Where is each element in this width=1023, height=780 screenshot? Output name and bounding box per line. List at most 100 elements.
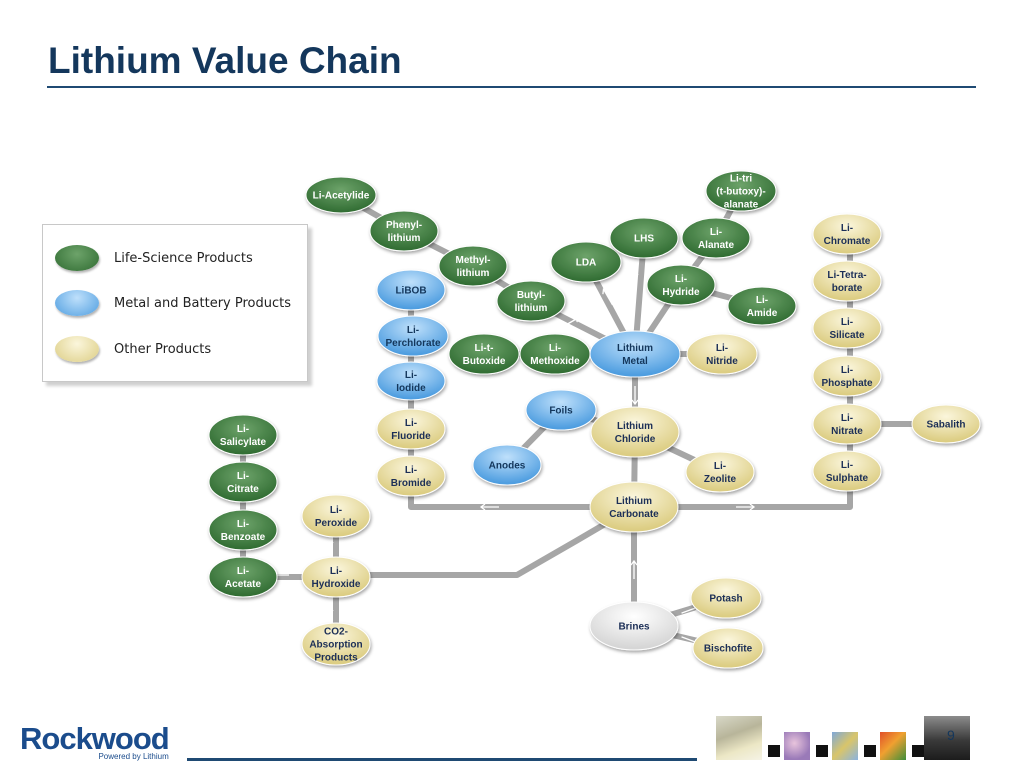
- node-label: Li-: [841, 317, 853, 328]
- node-ellipse: [305, 176, 377, 214]
- node-ellipse: [692, 627, 764, 669]
- node-iodide: Li- Iodide: [376, 361, 446, 401]
- node-label: Nitride: [706, 356, 738, 367]
- node-label: Li-: [237, 424, 249, 435]
- legend-label: Other Products: [114, 341, 212, 357]
- node-nitride: Li- Nitride: [686, 333, 758, 375]
- flow-arrow: [503, 556, 521, 568]
- node-label: Li-: [237, 519, 249, 530]
- node-label: Phosphate: [821, 378, 873, 389]
- node-nitrate: Li-Nitrate: [812, 403, 882, 445]
- node-tetraborate: Li-Tetra-borate: [812, 260, 882, 302]
- node-label: Li-: [841, 460, 853, 471]
- node-label: Chloride: [615, 434, 656, 445]
- node-chromate: Li-Chromate: [812, 213, 882, 255]
- node-ellipse: [685, 451, 755, 493]
- node-label: LiBOB: [395, 286, 426, 297]
- node-zeolite: Li-Zeolite: [685, 451, 755, 493]
- node-label: Butyl-: [517, 290, 545, 301]
- node-label: lithium: [515, 303, 548, 314]
- node-label: Li-: [405, 418, 417, 429]
- node-label: Butoxide: [463, 356, 506, 367]
- node-label: Alanate: [698, 240, 735, 251]
- node-label: Methyl-: [456, 255, 491, 266]
- node-label: LDA: [576, 258, 597, 269]
- node-label: Benzoate: [221, 532, 266, 543]
- node-peroxide: Li-Peroxide: [301, 494, 371, 538]
- node-ellipse: [812, 355, 882, 397]
- node-acetate: Li-Acetate: [208, 556, 278, 598]
- node-label: Phenyl-: [386, 220, 422, 231]
- node-ellipse: [812, 260, 882, 302]
- node-citrate: Li-Citrate: [208, 461, 278, 503]
- node-salicylate: Li- Salicylate: [208, 414, 278, 456]
- car-thumbnail: [924, 716, 970, 760]
- node-label: Sabalith: [927, 420, 966, 431]
- bullet-square: [912, 745, 924, 757]
- node-label: (t-butoxy)-: [716, 187, 765, 198]
- flow-arrow: [326, 596, 334, 616]
- node-label: borate: [832, 283, 863, 294]
- node-perchlorate: Li-Perchlorate: [377, 315, 449, 357]
- node-ellipse: [496, 280, 566, 322]
- node-label: CO2-: [324, 627, 348, 638]
- company-logo: Rockwood Powered by Lithium: [20, 721, 170, 761]
- node-ellipse: [438, 245, 508, 287]
- legend-box: Life-Science Products Metal and Battery …: [42, 224, 308, 382]
- flow-arrow: [562, 316, 580, 328]
- node-acetylide: Li-Acetylide: [305, 176, 377, 214]
- node-label: Citrate: [227, 484, 259, 495]
- node-label: Metal: [622, 356, 648, 367]
- node-sabalith: Sabalith: [911, 404, 981, 444]
- node-ellipse: [369, 210, 439, 252]
- node-label: Amide: [747, 308, 778, 319]
- node-ellipse: [301, 556, 371, 598]
- node-ellipse: [646, 264, 716, 306]
- node-ellipse: [550, 241, 622, 283]
- node-hydride: Li- Hydride: [646, 264, 716, 306]
- node-ellipse: [208, 461, 278, 503]
- node-hydroxide: Li-Hydroxide: [301, 556, 371, 598]
- node-bischofite: Bischofite: [692, 627, 764, 669]
- node-label: Li-: [330, 505, 342, 516]
- logo-wordmark: Rockwood: [20, 721, 170, 756]
- node-label: Hydride: [662, 287, 700, 298]
- node-label: Brines: [618, 622, 650, 633]
- node-label: lithium: [457, 268, 490, 279]
- node-label: Zeolite: [704, 474, 737, 485]
- node-label: Bromide: [391, 478, 432, 489]
- node-ellipse: [377, 315, 449, 357]
- node-label: Sulphate: [826, 473, 869, 484]
- node-label: Li-: [405, 370, 417, 381]
- node-ellipse: [519, 333, 591, 375]
- node-label: Lithium: [617, 343, 653, 354]
- node-ellipse: [681, 217, 751, 259]
- node-label: Li-: [841, 365, 853, 376]
- node-amide: Li-Amide: [727, 286, 797, 326]
- bullet-square: [816, 745, 828, 757]
- node-label: Li-: [237, 566, 249, 577]
- node-methoxide: Li-Methoxide: [519, 333, 591, 375]
- node-ellipse: [376, 455, 446, 497]
- node-ellipse: [609, 217, 679, 259]
- node-label: Salicylate: [220, 437, 267, 448]
- node-label: Bischofite: [704, 644, 753, 655]
- flow-arrow: [631, 386, 639, 406]
- node-label: Li-: [675, 274, 687, 285]
- legend-swatch-metal-battery: [55, 290, 99, 316]
- bullet-square: [864, 745, 876, 757]
- node-ellipse: [208, 414, 278, 456]
- node-ellipse: [812, 307, 882, 349]
- node-ellipse: [812, 213, 882, 255]
- connector-line: [333, 504, 637, 578]
- logo-tagline: Powered by Lithium: [98, 752, 169, 761]
- node-label: Iodide: [396, 383, 426, 394]
- node-label: Li-tri: [730, 174, 752, 185]
- node-libob: LiBOB: [376, 269, 446, 311]
- node-label: Li-: [716, 343, 728, 354]
- legend-swatch-other: [55, 336, 99, 362]
- node-ellipse: [812, 403, 882, 445]
